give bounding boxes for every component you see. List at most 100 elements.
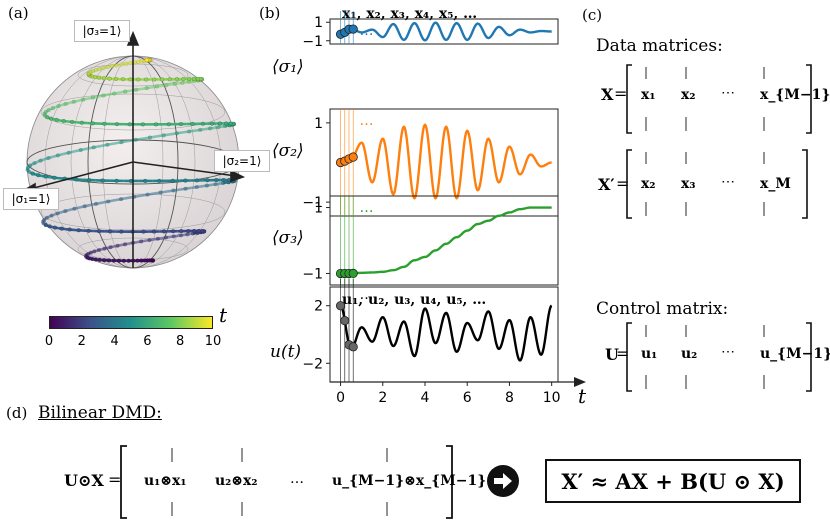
trajectory-point: [228, 121, 233, 126]
trajectory-point: [28, 163, 33, 168]
trajectory-point: [79, 120, 84, 125]
trajectory-point: [93, 67, 98, 73]
trajectory-point: [70, 119, 75, 125]
trajectory-point: [101, 93, 106, 98]
trajectory-point: [223, 121, 229, 126]
trajectory-point: [87, 177, 92, 183]
sample-point: [348, 268, 358, 279]
trajectory-point: [107, 76, 112, 81]
y-tick-label: 1: [314, 201, 323, 217]
trajectory-point: [139, 239, 144, 244]
y-tick-label: 2: [314, 299, 323, 315]
trajectory-point: [154, 84, 159, 89]
trajectory-point: [102, 258, 107, 263]
trajectory-point: [61, 118, 66, 124]
trajectory-point: [122, 242, 128, 247]
trajectory-point: [88, 250, 93, 255]
trajectory-point: [209, 121, 215, 126]
trajectory-point: [55, 211, 60, 216]
trajectory-point: [134, 87, 139, 92]
trajectory-point: [106, 199, 111, 204]
matrix-X-col-1: x₁: [641, 87, 656, 103]
x-tick-label: 4: [421, 390, 430, 406]
trajectory-point: [136, 77, 141, 82]
dmd-matrix: [120, 445, 453, 519]
series-ellipsis: …: [360, 287, 374, 303]
dmd-col-dots: …: [290, 471, 304, 487]
trajectory-point: [30, 171, 35, 176]
state-label-sigma3: |σ₃=1⟩: [74, 20, 130, 42]
dmd-col-last: u_{M−1}⊗x_{M−1}: [332, 473, 487, 489]
trajectory-point: [200, 121, 205, 126]
matrix-X-eq: =: [614, 84, 628, 103]
trajectory-point: [144, 85, 149, 91]
colorbar-label: t: [219, 303, 228, 327]
trajectory-point: [55, 153, 60, 158]
trajectory-point: [139, 258, 144, 263]
trajectory-point: [174, 131, 179, 136]
trajectory-point: [54, 117, 59, 123]
x-tick-label: 6: [463, 390, 472, 406]
trajectory-point: [145, 192, 150, 197]
x-tick-label: 10: [543, 390, 561, 406]
trajectory-point: [167, 77, 172, 82]
trajectory-point: [36, 173, 41, 178]
trajectory-point: [128, 77, 133, 82]
trajectory-point: [181, 76, 186, 82]
y-tick-label: −1: [302, 266, 323, 282]
trajectory-point: [216, 125, 221, 130]
trajectory-point: [207, 126, 213, 131]
trajectory-point: [82, 204, 87, 209]
trajectory-point: [147, 135, 153, 140]
trajectory-point: [183, 178, 188, 183]
matrix-U-col-last: u_{M−1}: [760, 346, 830, 362]
trajectory-point: [114, 178, 119, 183]
sample-point: [348, 152, 358, 162]
state-label-sigma1: |σ₁=1⟩: [3, 188, 59, 210]
trajectory-point: [101, 65, 106, 71]
trajectory-point: [166, 122, 171, 127]
plot-frame: [329, 108, 559, 217]
trajectory-point: [198, 127, 203, 132]
trajectory-point: [174, 77, 180, 82]
trajectory-point: [186, 228, 191, 234]
trajectory-point: [144, 57, 149, 63]
series-ellipsis: …: [360, 200, 374, 216]
trajectory-point: [78, 147, 83, 153]
series-line: [340, 304, 553, 362]
colorbar-tick: 2: [77, 334, 86, 349]
matrix-Xp-eq: =: [616, 174, 630, 193]
trajectory-point: [106, 258, 111, 263]
trajectory-point: [91, 145, 96, 150]
matrix-X-col-last: x_{M−1}: [760, 87, 830, 103]
trajectory-point: [43, 109, 48, 115]
trajectory-point: [183, 186, 188, 191]
trajectory-point: [86, 228, 91, 233]
trajectory-point: [25, 165, 30, 170]
arrow-right-icon: [487, 465, 519, 497]
trajectory-point: [123, 89, 128, 94]
series-line: [340, 21, 552, 42]
trajectory-point: [140, 122, 146, 127]
trajectory-point: [102, 246, 107, 251]
x-tick-label: 2: [378, 390, 387, 406]
trajectory-point: [180, 80, 185, 85]
trajectory-point: [170, 178, 175, 183]
trajectory-point: [66, 150, 71, 155]
matrix-U-col-dots: ⋯: [721, 344, 735, 360]
trajectory-point: [59, 226, 64, 231]
dmd-lhs: U⊙X: [64, 471, 104, 490]
trajectory-point: [97, 229, 102, 234]
control-matrix-title: Control matrix:: [596, 299, 729, 319]
trajectory-point: [187, 129, 192, 134]
trajectory-point: [80, 97, 86, 102]
trajectory-point: [74, 177, 79, 182]
trajectory-point: [49, 213, 54, 218]
series-line: [340, 206, 552, 275]
matrix-U-col-1: u₁: [641, 346, 658, 362]
trajectory-point: [63, 101, 68, 107]
trajectory-point: [32, 161, 37, 166]
trajectory-point: [204, 183, 209, 188]
trajectory-point: [121, 258, 126, 263]
